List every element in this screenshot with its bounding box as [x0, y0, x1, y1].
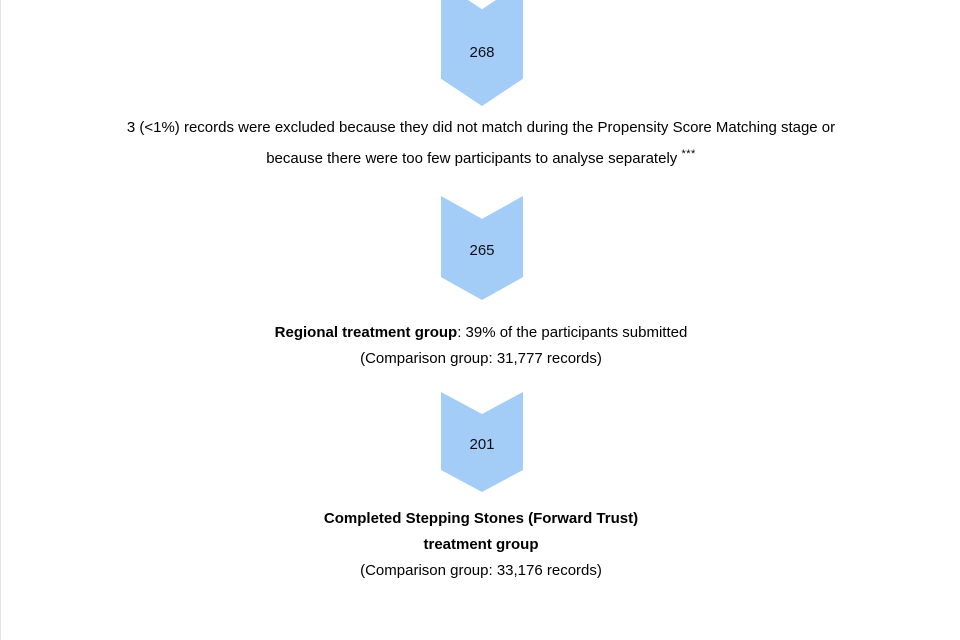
exclusion-note-line-2-text: because there were too few participants … — [266, 150, 682, 167]
regional-treatment-group-heading: Regional treatment group — [274, 324, 458, 341]
completed-comparison-group: (Comparison group: 33,176 records) — [360, 562, 602, 579]
chevron-node-265: 265 — [441, 196, 523, 300]
chevron-node-268: 268 — [441, 0, 523, 106]
exclusion-note-line-2: because there were too few participants … — [1, 141, 960, 172]
chevron-node-265-value: 265 — [469, 241, 495, 259]
completed-treatment-group-heading-line-2: treatment group — [423, 536, 539, 553]
completed-treatment-group-block: Completed Stepping Stones (Forward Trust… — [1, 506, 960, 584]
chevron-node-201-value: 201 — [469, 435, 495, 453]
regional-treatment-group-block: Regional treatment group: 39% of the par… — [1, 320, 960, 372]
exclusion-note-footnote-marker: *** — [681, 148, 696, 160]
chevron-node-268-value: 268 — [469, 43, 495, 61]
completed-treatment-group-heading-line-1: Completed Stepping Stones (Forward Trust… — [323, 510, 639, 527]
chevron-node-201: 201 — [441, 392, 523, 492]
regional-treatment-group-detail: : 39% of the participants submitted — [457, 324, 688, 341]
exclusion-note-line-1: 3 (<1%) records were excluded because th… — [126, 119, 836, 136]
exclusion-note: 3 (<1%) records were excluded because th… — [1, 115, 960, 172]
regional-treatment-group-line: Regional treatment group: 39% of the par… — [1, 320, 960, 346]
regional-comparison-group: (Comparison group: 31,777 records) — [360, 350, 602, 367]
